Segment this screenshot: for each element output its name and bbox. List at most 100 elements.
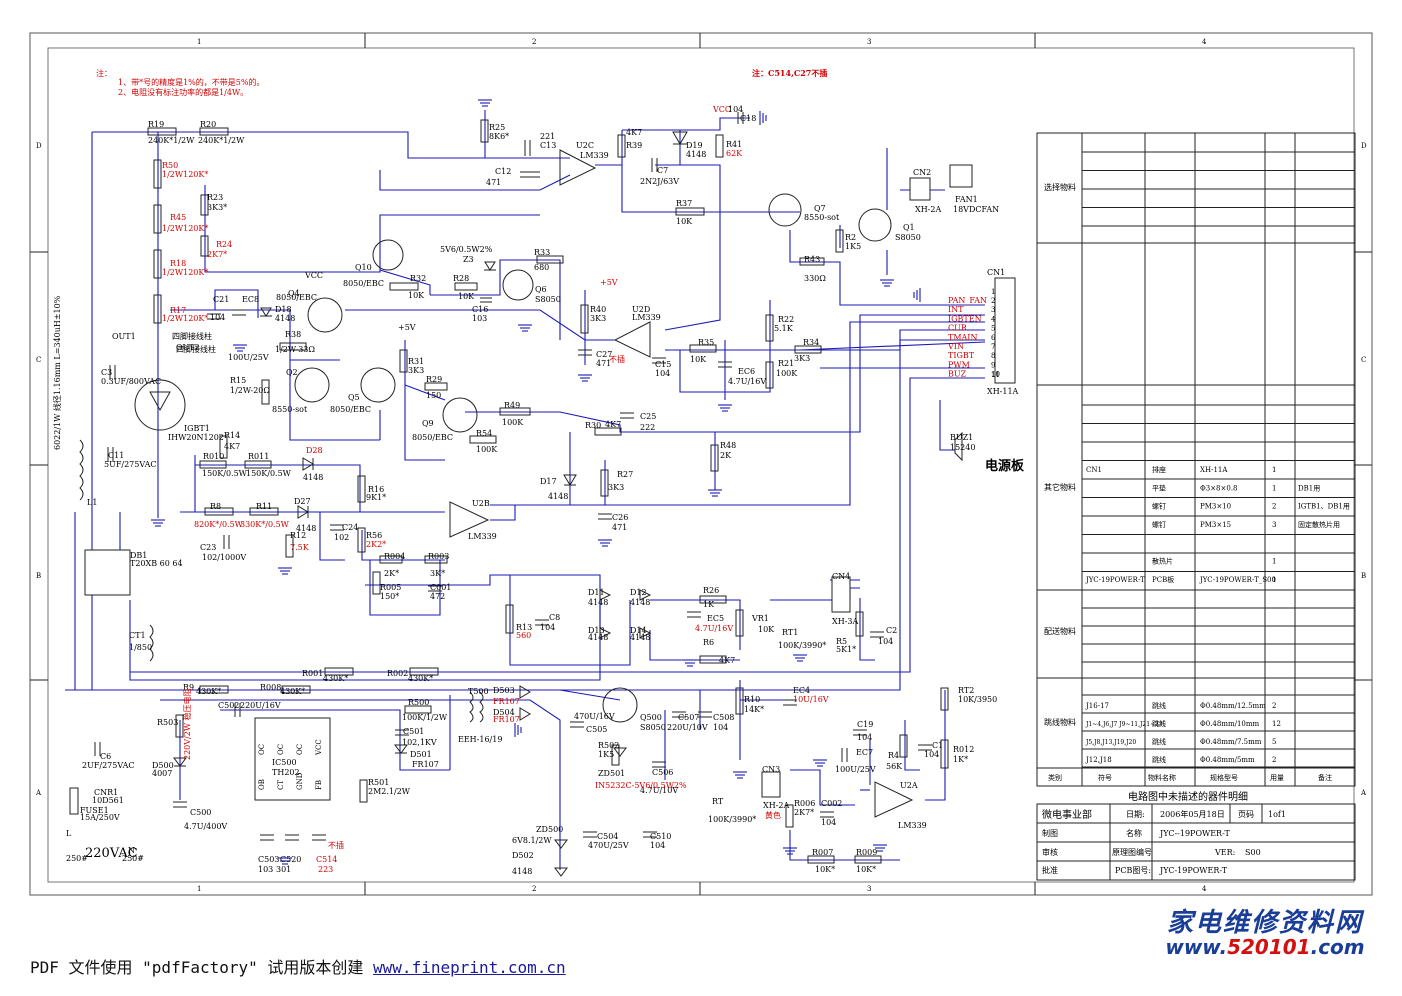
version-label: VER:: [1214, 848, 1235, 857]
grid-row-label: C: [1361, 356, 1366, 364]
components: [69, 112, 1016, 877]
component-label: XH-11A: [987, 387, 1019, 396]
bom-cell: 跳线: [1152, 737, 1166, 746]
cn1-pin-number: 3: [991, 306, 995, 314]
component-label: C27: [596, 350, 612, 359]
bom-table: [1036, 132, 1356, 787]
component-label: IC500: [272, 758, 297, 767]
grid-row-label: A: [35, 789, 42, 797]
component-label: R41: [726, 140, 742, 149]
cn1-pin-number: 7: [991, 343, 995, 351]
component-label: R004: [384, 552, 405, 561]
grid-row-label: A: [1360, 789, 1367, 797]
bom-cell: PCB板: [1152, 575, 1174, 584]
watermark: 家电维修资料网 www.520101.com: [1150, 902, 1380, 959]
component-label: 430K*: [280, 687, 305, 696]
component-label: 1/850: [129, 643, 152, 652]
component-label: S8050: [535, 295, 561, 304]
component-label: R501: [368, 778, 389, 787]
component-label: Q4: [288, 289, 300, 298]
component-label: C505: [586, 725, 607, 734]
ic500-pin-name: OC: [258, 744, 266, 755]
component-label: VCC: [304, 271, 323, 280]
component-label: CN1: [987, 268, 1005, 277]
component-label: R006: [794, 799, 815, 808]
bom-cell: 平垫: [1152, 483, 1166, 492]
component-label: C502: [218, 701, 239, 710]
component-label: 4148: [686, 150, 706, 159]
component-label: FR107: [493, 715, 520, 724]
component-label: C16: [472, 305, 488, 314]
component-label: Q2: [286, 368, 298, 377]
bom-section-label: 跳线物料: [1044, 717, 1076, 727]
cn1-pin-name: PWM: [948, 360, 970, 369]
component-label: 240K*1/2W: [148, 136, 195, 145]
grid-row-label: B: [36, 572, 41, 580]
component-label: 5UF/275VAC: [104, 460, 156, 469]
component-label: R24: [216, 240, 232, 249]
cn1-pin-number: 9: [991, 361, 995, 369]
component-label: 1/2W120K*: [162, 224, 208, 233]
component-label: C002: [821, 799, 842, 808]
component-label: R18: [170, 259, 186, 268]
component-label: Q7: [814, 204, 826, 213]
component-label: 100K/1/2W: [402, 713, 448, 722]
component-label: 104: [540, 623, 555, 632]
component-label: CN4: [832, 572, 850, 581]
component-label: 8050/EBC: [343, 279, 384, 288]
ic500-pin-name: OC: [277, 744, 285, 755]
component-label: 6V8.1/2W: [512, 836, 552, 845]
component-label: 8550-sot: [272, 405, 308, 414]
bom-cell: CN1: [1086, 466, 1102, 474]
pdf-footer: PDF 文件使用 "pdfFactory" 试用版本创建 www.finepri…: [30, 954, 566, 978]
component-label: TH202: [272, 768, 300, 777]
component-label: XH-3A: [832, 617, 858, 626]
ic500-pin-name: CT: [277, 780, 285, 790]
component-label: BUZ1: [950, 433, 973, 442]
bom-cell: J16-17: [1085, 702, 1109, 710]
bom-header: 类别: [1048, 773, 1062, 782]
date-label: 日期:: [1126, 810, 1145, 819]
title-block: [1036, 803, 1356, 881]
cn1-pin-number: 6: [991, 334, 996, 342]
component-label: 100U/25V: [835, 765, 876, 774]
note-line-1: 1、带*号的精度是1%的，不带是5%的。: [118, 77, 264, 87]
component-label: 62K: [726, 149, 743, 158]
component-label: Q9: [422, 419, 434, 428]
component-label: 15240: [950, 443, 975, 452]
component-label: U2B: [472, 499, 490, 508]
component-label: C12: [495, 167, 511, 176]
component-label: C18: [740, 114, 756, 123]
cn1-pin-number: 5: [991, 325, 995, 333]
ic500-pin-name: FB: [315, 780, 323, 790]
component-label: 2K7*: [207, 250, 227, 259]
component-label: 680: [534, 263, 549, 272]
component-label: 330K*/0.5W: [240, 520, 290, 529]
component-label: 4007: [152, 769, 172, 778]
component-label: R21: [778, 359, 794, 368]
component-label: 104: [821, 818, 836, 827]
pcb-value: JYC-19POWER-T: [1159, 866, 1228, 875]
component-label: 10K: [458, 292, 475, 301]
bom-cell: J1~4,J6,J7 J9~11,J21~23: [1085, 721, 1163, 728]
bom-header: 规格型号: [1210, 773, 1238, 782]
component-label: R56: [366, 531, 382, 540]
footer-link[interactable]: www.fineprint.com.cn: [373, 958, 566, 977]
component-label: 3K3: [408, 366, 424, 375]
component-label: OUT2: [176, 343, 200, 352]
component-label: EC8: [242, 295, 259, 304]
component-label: C1: [932, 741, 943, 750]
component-label: 四脚接线柱: [176, 344, 216, 354]
component-label: R4: [888, 751, 899, 760]
ground-symbols: [151, 99, 921, 865]
component-label: 4148: [588, 598, 608, 607]
component-label: R19: [148, 120, 164, 129]
component-label: 150K/0.5W: [246, 469, 292, 478]
component-label: C508: [713, 713, 734, 722]
component-label: C2: [886, 626, 897, 635]
component-label: 8550-sot: [804, 213, 840, 222]
component-label: 104: [210, 313, 225, 322]
component-label: CN3: [762, 765, 780, 774]
